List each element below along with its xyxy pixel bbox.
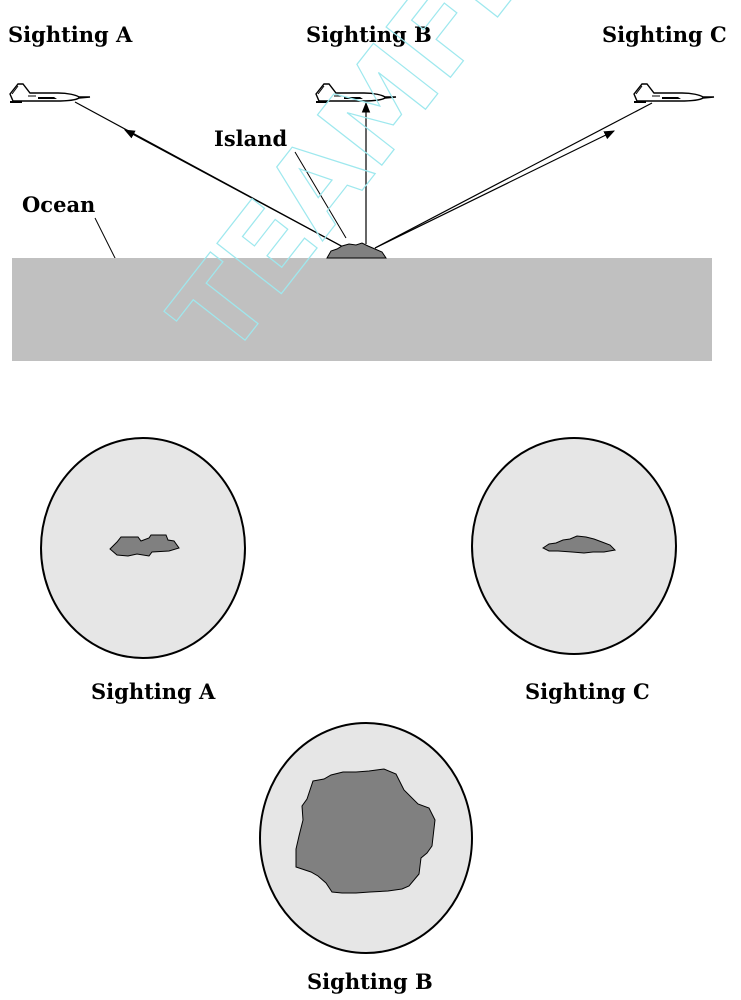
view-label-sighting-b: Sighting B [307,969,433,994]
ocean-label: Ocean [22,192,95,217]
view-label-sighting-a: Sighting A [91,679,216,704]
aircraft-a-icon [9,83,91,104]
island-view-a [109,534,180,557]
island-leader-line [294,151,347,239]
top-label-sighting-a: Sighting A [8,22,133,47]
island-view-b [295,768,436,894]
island-shape [326,242,387,259]
view-label-sighting-c: Sighting C [525,679,650,704]
island-view-c [542,535,617,554]
aircraft-c-icon [633,83,715,104]
top-label-sighting-b: Sighting B [306,22,432,47]
top-label-sighting-c: Sighting C [602,22,727,47]
arrow-c [374,130,615,249]
sight-line-c [374,102,653,249]
arrow-a [124,129,346,249]
island-label: Island [214,126,287,151]
ocean-band [12,258,712,361]
